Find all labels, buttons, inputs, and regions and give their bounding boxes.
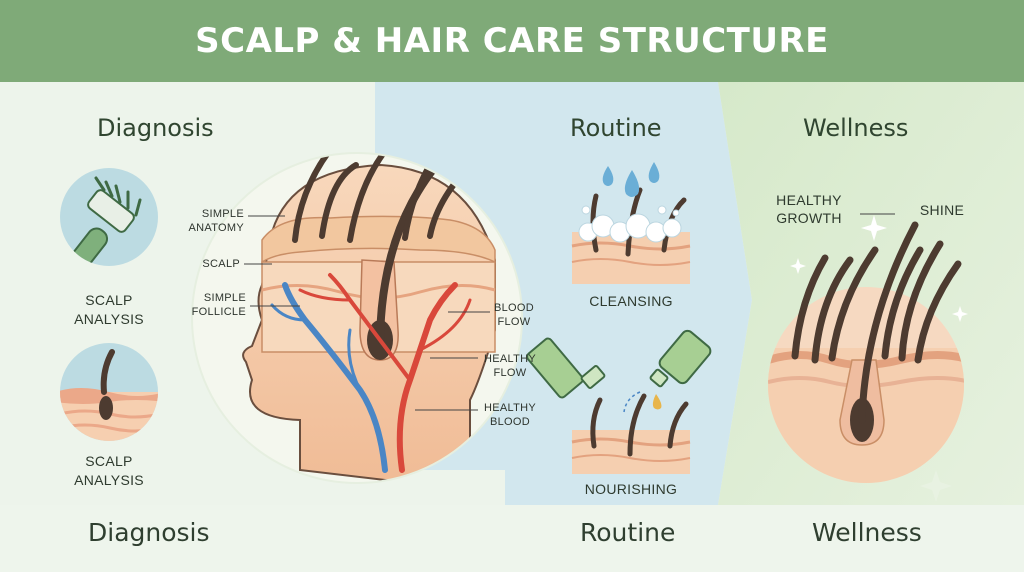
diagnosis-caption-2-line-1: SCALP — [85, 453, 133, 469]
label-anatomy: ANATOMY — [188, 222, 244, 234]
sparkle-icon — [790, 215, 968, 502]
label-blood: BLOOD — [493, 302, 534, 314]
brush-icon — [60, 168, 158, 266]
cleansing-illustration — [571, 162, 691, 284]
wellness-heading: Wellness — [803, 114, 909, 142]
healthy-label: HEALTHY — [776, 192, 842, 208]
nourishing-caption: NOURISHING — [584, 481, 678, 497]
water-drop-icon — [602, 162, 660, 197]
label-simple: SIMPLE — [201, 208, 244, 220]
label-simple-2: SIMPLE — [203, 292, 246, 304]
routine-heading: Routine — [570, 114, 662, 142]
label-scalp: SCALP — [202, 258, 240, 270]
healthy-hair-illustration — [768, 215, 968, 502]
label-follicle: FOLLICLE — [191, 306, 246, 318]
dropper-bottle-icon — [649, 329, 712, 388]
diagnosis-footer: Diagnosis — [88, 518, 210, 547]
label-healthy-2: HEALTHY — [483, 402, 537, 414]
label-blood-2: BLOOD — [489, 416, 530, 428]
cleansing-caption: CLEANSING — [589, 293, 673, 309]
nourishing-illustration — [526, 329, 712, 474]
diagnosis-caption-1-line-1: SCALP — [85, 292, 133, 308]
growth-label: GROWTH — [776, 210, 842, 226]
head-anatomy-illustration — [191, 152, 523, 484]
diagnosis-caption-2-line-2: ANALYSIS — [74, 472, 144, 488]
routine-footer: Routine — [580, 518, 676, 547]
diagnosis-caption-1-line-2: ANALYSIS — [74, 311, 144, 327]
tube-icon — [526, 337, 606, 399]
shine-label: SHINE — [919, 202, 965, 218]
diagnosis-heading: Diagnosis — [97, 114, 214, 142]
wellness-footer: Wellness — [812, 518, 922, 547]
foam-icon — [578, 205, 682, 243]
page-title: SCALP & HAIR CARE STRUCTURE — [195, 21, 829, 61]
title-bar: SCALP & HAIR CARE STRUCTURE — [0, 0, 1024, 82]
label-healthy: HEALTHY — [483, 353, 537, 365]
label-flow-2: FLOW — [493, 367, 527, 379]
label-flow: FLOW — [497, 316, 531, 328]
